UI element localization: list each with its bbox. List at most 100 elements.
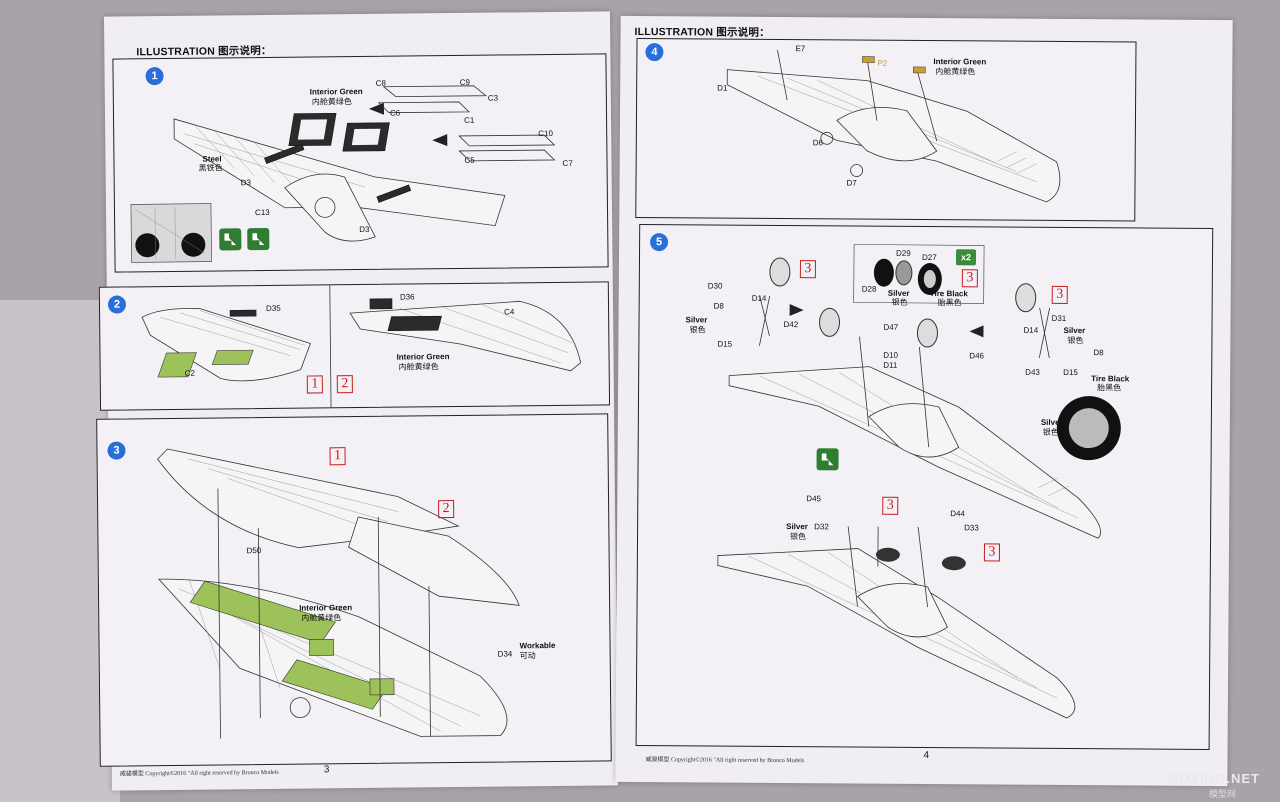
detach-icon bbox=[219, 228, 242, 251]
part-label-d44: D44 bbox=[950, 509, 965, 519]
part-label-d32: D32 bbox=[814, 522, 829, 532]
step-2-drawing bbox=[141, 285, 582, 408]
instruction-page-4: ILLUSTRATION 图示说明： 4 E7 P2 D1 D6 D7 Inte… bbox=[615, 15, 1233, 787]
workable-callout: Workable bbox=[519, 640, 556, 651]
attach-icon bbox=[247, 227, 270, 251]
part-label-c10: C10 bbox=[538, 128, 553, 139]
part-number-box: 3 bbox=[882, 496, 899, 515]
part-label-d50: D50 bbox=[246, 546, 262, 556]
page-number: 3 bbox=[323, 764, 330, 776]
part-label-c7: C7 bbox=[562, 158, 573, 168]
part-label-c9: C9 bbox=[459, 77, 470, 87]
quantity-badge: x2 bbox=[955, 249, 977, 266]
part-label-d8: D8 bbox=[713, 301, 724, 311]
paint-callout-cn: 银色 bbox=[891, 297, 908, 307]
part-label-d10: D10 bbox=[883, 350, 899, 360]
paint-callout-cn: 胎黑色 bbox=[1097, 383, 1122, 393]
part-label-c13: C13 bbox=[254, 207, 270, 218]
paint-callout: Tire Black bbox=[929, 289, 968, 299]
part-label-d45: D45 bbox=[806, 494, 822, 504]
part-label-d34: D34 bbox=[497, 649, 513, 659]
step-5-drawing bbox=[717, 244, 1121, 719]
part-label-d3: D3 bbox=[359, 224, 370, 235]
part-label-d6: D6 bbox=[812, 138, 824, 148]
part-label-c4: C4 bbox=[504, 307, 515, 317]
paint-callout: Interior Green bbox=[396, 352, 450, 362]
part-number-box: 3 bbox=[799, 260, 816, 279]
part-number-box: 1 bbox=[329, 447, 346, 466]
part-label-d36: D36 bbox=[399, 292, 415, 302]
part-label-d29: D29 bbox=[895, 248, 911, 258]
part-label-d15: D15 bbox=[717, 339, 733, 349]
paint-callout: Silver bbox=[685, 315, 708, 325]
paint-callout-cn: 胎黑色 bbox=[937, 298, 962, 308]
part-label-p2: P2 bbox=[877, 58, 888, 68]
paint-callout-cn: 银色 bbox=[689, 325, 706, 335]
paint-callout: Interior Green bbox=[309, 86, 363, 97]
part-label-d46: D46 bbox=[969, 351, 985, 361]
part-label-c2: C2 bbox=[184, 368, 195, 378]
part-label-d11: D11 bbox=[883, 360, 898, 370]
part-label-d3: D3 bbox=[240, 178, 251, 188]
step-2-panel: 2 D35 C2 D36 C4 Interior Green 内舱黄绿色 1 2 bbox=[98, 281, 611, 411]
part-number-box: 2 bbox=[336, 375, 353, 394]
step-3-drawing bbox=[157, 448, 520, 739]
part-label-e7: E7 bbox=[795, 44, 806, 54]
watermark-sub: 模型网 bbox=[1208, 789, 1236, 799]
step-4-drawing bbox=[726, 49, 1061, 203]
step-5-panel: 5 x2 D30 D1 bbox=[635, 224, 1214, 751]
part-label-d43: D43 bbox=[1025, 367, 1040, 377]
part-label-d7: D7 bbox=[846, 178, 857, 188]
paint-callout: Silver bbox=[786, 522, 808, 532]
part-label-d1: D1 bbox=[717, 83, 728, 93]
part-label-c3: C3 bbox=[487, 93, 499, 103]
workable-callout-cn: 可动 bbox=[519, 651, 536, 661]
paint-callout: Silver bbox=[1040, 417, 1063, 427]
step-1-drawing bbox=[130, 85, 556, 263]
part-label-d33: D33 bbox=[964, 523, 979, 533]
paint-callout: Interior Green bbox=[933, 57, 987, 67]
part-label-c5: C5 bbox=[464, 155, 475, 165]
part-label-d28: D28 bbox=[861, 284, 877, 294]
part-label-d14: D14 bbox=[751, 293, 767, 303]
part-label-c1: C1 bbox=[464, 115, 475, 125]
part-label-d42: D42 bbox=[783, 320, 799, 330]
instruction-page-3: ILLUSTRATION 图示说明： 1 C8 C9 C3 bbox=[96, 11, 619, 791]
paint-callout: Tire Black bbox=[1091, 374, 1130, 384]
part-number-box: 1 bbox=[306, 375, 323, 394]
part-label-d8: D8 bbox=[1093, 348, 1104, 358]
paint-callout: Interior Green bbox=[299, 603, 353, 613]
part-label-c8: C8 bbox=[375, 78, 386, 88]
part-label-d14: D14 bbox=[1023, 325, 1039, 335]
paint-callout-cn: 银色 bbox=[1042, 427, 1059, 437]
part-label-d30: D30 bbox=[707, 281, 723, 291]
paint-callout: Steel bbox=[202, 154, 222, 164]
watermark: MOXING.NET bbox=[1167, 771, 1260, 786]
paint-callout-cn: 内舱黄绿色 bbox=[398, 362, 439, 372]
attach-icon bbox=[816, 448, 839, 471]
part-label-d35: D35 bbox=[265, 303, 281, 313]
copyright-footer: 威骏模型 Copyright©2016 "All right reserved … bbox=[645, 757, 805, 765]
step-3-panel: 3 1 2 D50 D34 Interior Green 内舱黄绿色 Worka… bbox=[96, 413, 612, 767]
part-label-d15: D15 bbox=[1063, 367, 1078, 378]
step-4-panel: 4 E7 P2 D1 D6 D7 Interior Green 内舱黄绿色 bbox=[635, 37, 1137, 222]
paint-callout-cn: 内舱黄绿色 bbox=[301, 613, 342, 623]
part-label-d31: D31 bbox=[1051, 313, 1067, 323]
paint-callout-cn: 内舱黄绿色 bbox=[311, 97, 352, 107]
paint-callout: Silver bbox=[1063, 325, 1086, 336]
paint-callout-cn: 内舱黄绿色 bbox=[935, 67, 976, 77]
part-number-box: 3 bbox=[1051, 285, 1068, 305]
paint-callout-cn: 黑铁色 bbox=[198, 163, 223, 173]
part-number-box: 3 bbox=[983, 543, 1001, 562]
step-1-panel: 1 C8 C9 C3 C6 C1 C10 C5 bbox=[112, 53, 609, 273]
part-label-d27: D27 bbox=[921, 252, 937, 263]
part-number-box: 2 bbox=[438, 500, 455, 519]
copyright-footer: 威骏模型 Copyright©2016 "All right reserved … bbox=[119, 769, 279, 778]
part-label-c6: C6 bbox=[389, 108, 401, 118]
paint-callout-cn: 银色 bbox=[790, 532, 807, 542]
page-number: 4 bbox=[923, 750, 930, 762]
part-label-d47: D47 bbox=[883, 322, 899, 332]
paint-callout-cn: 银色 bbox=[1067, 335, 1084, 346]
paint-callout: Silver bbox=[887, 288, 910, 298]
part-number-box: 3 bbox=[961, 269, 978, 288]
